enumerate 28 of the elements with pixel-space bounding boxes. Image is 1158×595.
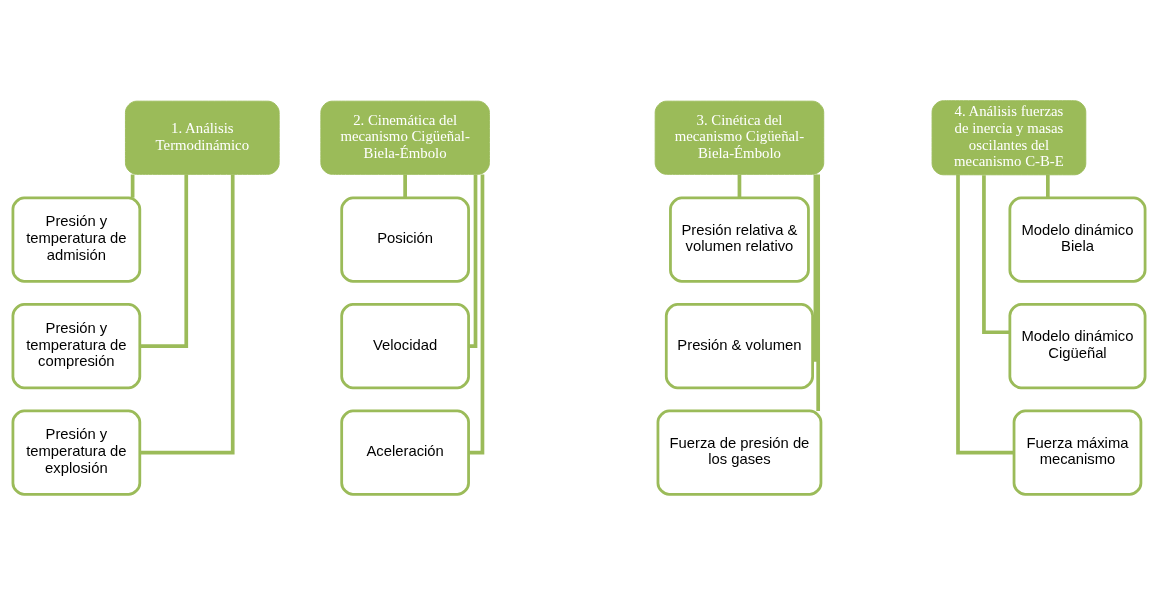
connector — [130, 174, 135, 198]
node-box: Modelo dinámico Biela — [1008, 196, 1147, 283]
node-box: Presión relativa & volumen relativo — [669, 196, 810, 283]
connector — [982, 175, 1010, 335]
connector — [1046, 174, 1050, 198]
connector — [816, 174, 820, 411]
node-box: Fuerza de presión de los gases — [656, 409, 823, 496]
connector — [812, 174, 818, 362]
node-box: Presión y temperatura de admisión — [11, 196, 142, 283]
node-box: Fuerza máxima mecanismo — [1012, 409, 1143, 496]
node-box: 4. Análisis fuerzas de inercia y masas oscilantes del mecanismo C-B-E — [931, 100, 1087, 176]
node-box: Modelo dinámico Cigüeñal — [1008, 303, 1147, 390]
connector — [468, 174, 485, 455]
connector — [139, 174, 235, 455]
connector — [956, 174, 1014, 455]
node-box: Velocidad — [340, 303, 470, 390]
connector — [403, 174, 407, 198]
node-box: 2. Cinemática del mecanismo Cigüeñal-Biela-Émbolo — [320, 100, 490, 175]
node-box: 3. Cinética del mecanismo Cigüeñal-Biela-Émbolo — [654, 100, 825, 175]
connector — [737, 174, 742, 198]
node-box: Posición — [340, 196, 470, 283]
node-box: Aceleración — [340, 409, 470, 496]
node-box: Presión y temperatura de compresión — [11, 303, 142, 390]
node-box: 1. Análisis Termodinámico — [124, 100, 280, 175]
node-box: Presión & volumen — [664, 303, 814, 390]
connector — [139, 174, 189, 348]
connector — [468, 174, 478, 348]
node-box: Presión y temperatura de explosión — [11, 409, 142, 496]
